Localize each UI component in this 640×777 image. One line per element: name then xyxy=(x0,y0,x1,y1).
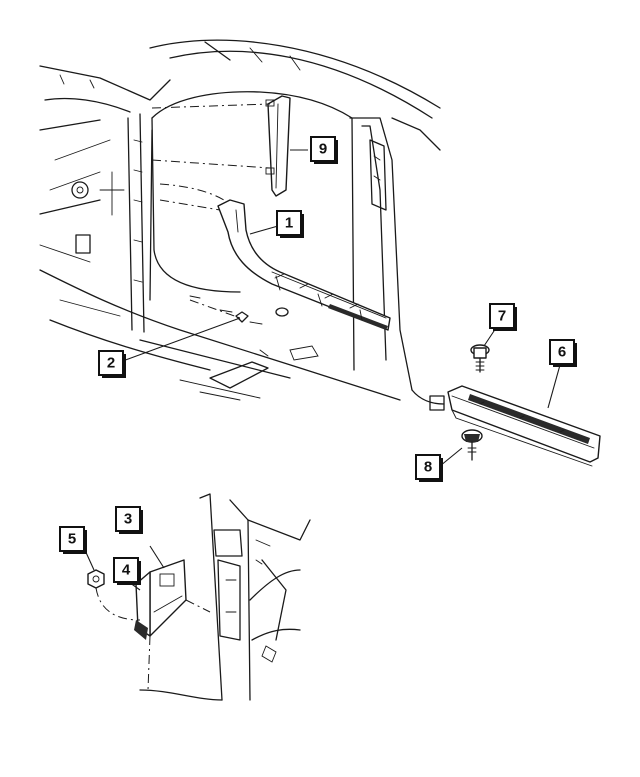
part-2-clip xyxy=(235,311,249,323)
callout-5-label: 5 xyxy=(68,531,76,548)
cab-body-outline xyxy=(39,39,445,411)
callout-3-label: 3 xyxy=(124,511,132,528)
callout-9-label: 9 xyxy=(319,141,327,158)
part-5-nut xyxy=(87,569,105,589)
callout-7-label: 7 xyxy=(498,308,506,325)
callout-5: 5 xyxy=(59,526,87,554)
callout-8-label: 8 xyxy=(424,459,432,476)
callout-2: 2 xyxy=(98,350,126,378)
callout-3: 3 xyxy=(115,506,143,534)
part-7-screw xyxy=(470,344,490,373)
callout-8: 8 xyxy=(415,454,443,482)
assembly-lines-lower xyxy=(95,587,211,691)
assembly-lines-upper xyxy=(151,103,271,319)
callout-6-label: 6 xyxy=(558,344,566,361)
callout-7: 7 xyxy=(489,303,517,331)
callout-4: 4 xyxy=(113,557,141,585)
part-3-cowl-trim xyxy=(149,559,187,637)
part-9-upper-pillar-trim xyxy=(265,95,291,197)
callout-2-label: 2 xyxy=(107,355,115,372)
part-1-sill-trim-panel xyxy=(217,199,391,331)
callout-1: 1 xyxy=(276,210,304,238)
callout-4-label: 4 xyxy=(122,562,131,579)
callout-6: 6 xyxy=(549,339,577,367)
part-6-scuff-plate xyxy=(447,385,601,467)
callout-1-label: 1 xyxy=(285,215,293,232)
leader-lines xyxy=(83,149,561,591)
part-8-clip xyxy=(461,429,483,461)
cowl-body-outline xyxy=(139,493,311,701)
callout-9: 9 xyxy=(310,136,338,164)
